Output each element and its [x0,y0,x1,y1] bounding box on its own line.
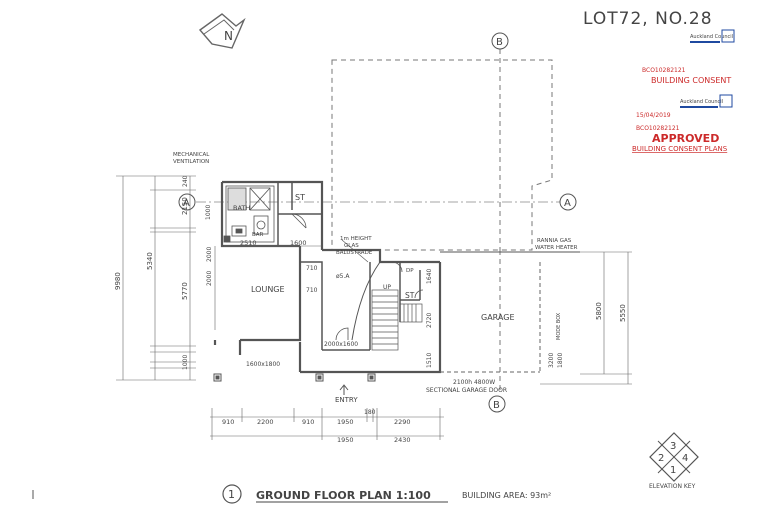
grid-marker-b-bottom: B [488,395,506,413]
north-label: N [224,29,233,43]
note-opening: MODE BOX [556,312,562,340]
room-label-dp: DP [406,268,414,274]
note-window-2: 2000x1600 [324,341,358,348]
svg-text:A: A [564,198,571,209]
room-label-st-lower: ST [405,291,415,300]
note-window-1: 1600x1800 [246,361,280,368]
dim-inner-2000a: 2000 [206,271,213,286]
dim-lounge-710a: 710 [306,265,318,272]
dim-inner-1000: 1000 [205,205,212,220]
interior-walls [277,182,421,351]
dim-st-1510: 1510 [426,353,433,368]
svg-text:B: B [493,400,500,411]
balustrade-leader [341,239,369,263]
dim-bottom-2290: 2290 [394,418,411,426]
dim-left-1000: 1000 [182,355,189,370]
elevation-key-label: ELEVATION KEY [649,483,696,490]
grid-marker-b-top: B [491,32,509,50]
entry-arrow-icon [339,384,349,395]
consent-title: BUILDING CONSENT [651,76,731,85]
plan-number: 1 [228,488,235,501]
door-swings [291,213,424,341]
svg-text:B: B [496,37,503,48]
note-gas-1: RANNIA GAS [537,238,572,244]
bathroom-fixtures [223,185,275,243]
dim-bottom-2200: 2200 [257,418,274,426]
dim-bottom-910a: 910 [222,418,234,426]
council-logo-2-icon: Auckland Council [680,94,733,108]
dim-bath-width: 2510 [240,239,257,247]
north-arrow-icon: N [198,13,246,49]
room-label-esa: ø5.A [336,273,350,280]
note-mechanical-1: MECHANICAL [173,152,210,158]
approved-sub: BUILDING CONSENT PLANS [632,145,728,153]
note-gas-2: WATER HEATER [535,245,578,251]
right-dimension-lines [540,251,632,385]
building-area: BUILDING AREA: 93m² [462,491,551,500]
room-label-up: UP [383,284,391,291]
dim-right-5550: 5550 [619,304,627,322]
consent-ref-top: BCO10282121 [642,67,686,74]
svg-text:4: 4 [682,453,688,464]
dim-left-5340: 5340 [146,252,154,270]
dim-st-width: 1600 [290,239,307,247]
room-label-bath: BATH [233,204,250,212]
grid-marker-a-left: A [178,193,196,211]
dim-bottom-2430: 2430 [394,436,411,444]
dim-left-240: 240 [182,175,189,187]
stairs [371,289,423,351]
dim-right-3200: 3200 [548,353,555,368]
bottom-dimension-lines [210,408,444,440]
balustrade-curve [351,261,381,341]
upper-floor-outline [331,40,553,392]
elevation-key: 3 2 4 1 ELEVATION KEY [649,432,699,490]
note-balustrade-2: GLAS [344,243,359,249]
room-label-bar: BAR [252,232,264,238]
room-label-garage: GARAGE [481,313,515,322]
dim-lounge-710b: 710 [306,287,318,294]
grid-marker-a-right: A [559,193,577,211]
consent-date: 15/04/2019 [636,112,671,119]
dim-st-2720: 2720 [426,313,433,328]
svg-text:1: 1 [670,465,676,476]
dim-left-total: 9980 [114,272,122,290]
dim-inner-2000b: 2000 [206,247,213,262]
approved-label: APPROVED [652,132,719,145]
dim-bottom-180: 180 [364,409,376,416]
note-balustrade-3: BALUSTRADE [336,250,373,256]
dim-left-2150: 2150 [181,197,189,215]
svg-text:Auckland Council: Auckland Council [680,99,723,105]
note-garage-door-1: 2100h 4800W [453,379,495,386]
dim-left-5770: 5770 [181,282,189,300]
svg-text:3: 3 [670,441,676,452]
post-markers [213,373,376,382]
svg-text:Auckland Council: Auckland Council [690,34,733,40]
plan-number-circle [222,484,242,504]
council-logo-icon: Auckland Council [690,29,735,43]
svg-text:2: 2 [658,453,664,464]
consent-ref-bottom: BCO10282121 [636,125,680,132]
note-mechanical-2: VENTILATION [173,159,209,165]
dim-bottom-910b: 910 [302,418,314,426]
dim-st-1640: 1640 [426,269,433,284]
room-label-entry: ENTRY [335,396,358,404]
dim-bottom-1950a: 1950 [337,418,354,426]
lot-title: LOT72, NO.28 [583,9,713,29]
room-label-lounge: LOUNGE [251,285,285,294]
note-garage-door-2: SECTIONAL GARAGE DOOR [426,387,507,394]
dim-right-1800: 1800 [557,353,564,368]
room-label-st-upper: ST [295,193,305,202]
svg-text:A: A [183,198,190,209]
left-dimension-lines [116,175,216,381]
note-balustrade-1: 1m HEIGHT [340,236,372,242]
dim-right-5800: 5800 [595,302,603,320]
plan-title: GROUND FLOOR PLAN 1:100 [256,489,431,502]
dim-bottom-1950b: 1950 [337,436,354,444]
